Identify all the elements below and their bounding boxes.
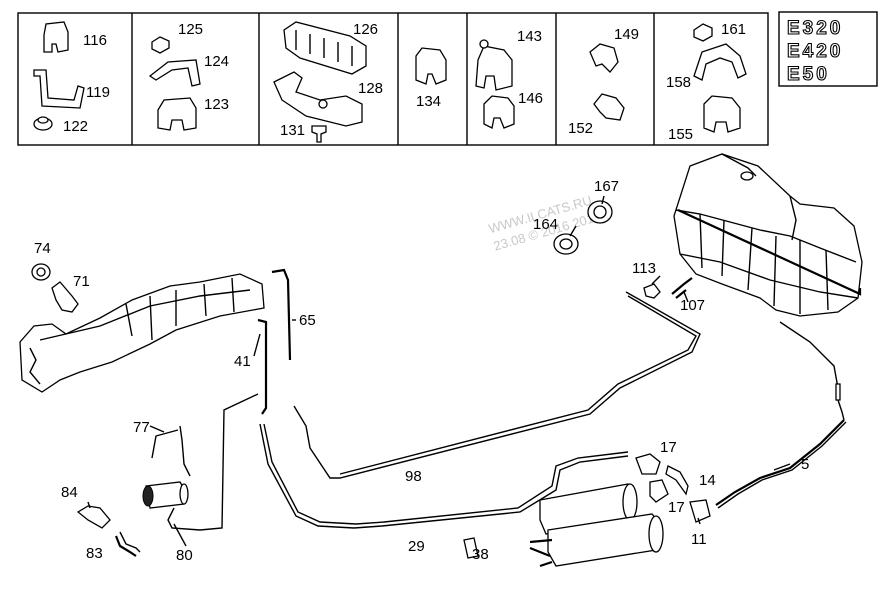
clamp-17b-icon <box>649 479 669 503</box>
label-65: 65 <box>299 312 316 329</box>
hose-14-icon <box>665 465 689 496</box>
charcoal-canisters <box>529 483 664 568</box>
screw-131-icon <box>311 125 327 143</box>
label-113: 113 <box>632 260 656 277</box>
connector-113-107 <box>643 277 693 299</box>
model-label-2: E420 <box>787 41 843 62</box>
fuel-line-5 <box>715 321 847 509</box>
clip-134-icon <box>415 47 447 85</box>
label-116: 116 <box>83 32 107 49</box>
clip-146-icon <box>483 95 515 129</box>
hose-83-icon <box>114 535 137 557</box>
label-125: 125 <box>178 21 203 38</box>
label-155: 155 <box>668 126 693 143</box>
engine-manifold <box>19 273 265 393</box>
label-158: 158 <box>666 74 691 91</box>
label-29: 29 <box>408 538 425 555</box>
fuel-lines <box>151 268 701 531</box>
clip-143-icon <box>475 45 513 91</box>
clip-strip-126-icon <box>283 21 367 75</box>
sleeve-38-icon <box>463 537 479 559</box>
holder-128-icon <box>273 71 363 127</box>
leader-lines <box>87 195 791 547</box>
label-17-lower: 17 <box>668 499 685 516</box>
seal-74-plug-71 <box>31 263 79 313</box>
label-77: 77 <box>133 419 150 436</box>
label-152: 152 <box>568 120 593 137</box>
model-label-1: E320 <box>787 18 843 39</box>
hose-107-icon <box>671 277 693 299</box>
fuel-tank <box>673 153 863 317</box>
bracket-158-icon <box>693 43 747 81</box>
clip-11-icon <box>689 499 711 523</box>
label-83: 83 <box>86 545 103 562</box>
label-134: 134 <box>416 93 441 110</box>
label-84: 84 <box>61 484 78 501</box>
label-71: 71 <box>73 273 90 290</box>
label-119: 119 <box>86 84 110 101</box>
label-124: 124 <box>204 53 229 70</box>
clip-84-icon <box>76 505 111 529</box>
legend-labels: 116 119 122 125 124 123 126 128 131 134 … <box>63 21 746 143</box>
label-14: 14 <box>699 472 716 489</box>
label-164: 164 <box>533 216 558 233</box>
bracket-119-icon <box>33 69 85 109</box>
label-123: 123 <box>204 96 229 113</box>
label-107: 107 <box>680 297 705 314</box>
clip-84-hose-83 <box>76 505 141 557</box>
legend-part-sketches <box>33 21 747 143</box>
label-17-upper: 17 <box>660 439 677 456</box>
diagram-labels: 74 71 65 41 77 84 83 80 98 29 38 167 164… <box>34 178 809 564</box>
model-badge-box: E320 E420 E50 <box>778 11 878 87</box>
label-146: 146 <box>518 90 543 107</box>
clip-149-icon <box>589 43 619 73</box>
label-98: 98 <box>405 468 422 485</box>
label-149: 149 <box>614 26 639 43</box>
label-161: 161 <box>721 21 746 38</box>
label-41: 41 <box>234 353 251 370</box>
label-38: 38 <box>472 546 489 563</box>
nut-161-icon <box>693 23 713 42</box>
label-5: 5 <box>801 456 809 473</box>
connector-113-icon <box>643 283 661 299</box>
label-122: 122 <box>63 118 88 135</box>
fittings-11-14-17 <box>635 453 711 523</box>
label-131: 131 <box>280 122 305 139</box>
label-128: 128 <box>358 80 383 97</box>
label-74: 74 <box>34 240 51 257</box>
strap-124-icon <box>148 59 201 87</box>
clip-116-icon <box>43 21 69 53</box>
label-80: 80 <box>176 547 193 564</box>
clip-152-icon <box>593 93 625 121</box>
label-167: 167 <box>594 178 619 195</box>
pump-77 <box>142 481 189 509</box>
clamp-17a-icon <box>635 453 661 475</box>
label-11: 11 <box>691 531 707 548</box>
plug-71-icon <box>51 281 79 313</box>
nut-125-icon <box>151 36 170 54</box>
label-143: 143 <box>517 28 542 45</box>
mount-123-icon <box>157 97 197 131</box>
grommets-164-167 <box>553 200 613 255</box>
mount-155-icon <box>703 95 741 133</box>
parts-legend-frame <box>17 12 769 146</box>
model-label-3: E50 <box>787 64 830 85</box>
label-126: 126 <box>353 21 378 38</box>
